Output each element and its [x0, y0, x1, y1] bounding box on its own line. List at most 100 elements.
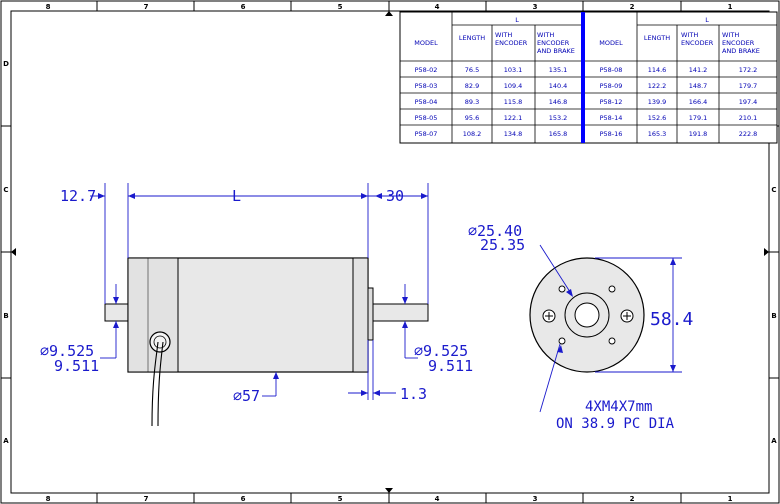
table-cell: 146.8	[549, 98, 568, 106]
mounting-hole	[558, 337, 566, 345]
zone-label: A	[771, 437, 777, 445]
table-cell: 115.8	[504, 98, 523, 106]
dim-body-dia: ⌀57	[233, 387, 260, 405]
top-zone-labels: 8 7 6 5 4 3 2 1	[46, 3, 733, 11]
table-cell: 152.6	[648, 114, 667, 122]
mounting-hole	[558, 285, 566, 293]
table-header-length: LENGTH	[459, 34, 485, 42]
zone-label: 7	[144, 495, 149, 503]
dim-shaft-ext-left: 12.7	[60, 187, 96, 205]
shaft-end	[574, 302, 600, 328]
table-cell: 165.8	[549, 130, 568, 138]
zone-label: 2	[630, 495, 635, 503]
table-cell: 166.4	[689, 98, 708, 106]
table-cell: 76.5	[465, 66, 479, 74]
flange	[367, 287, 374, 341]
table-cell: P58-02	[415, 66, 438, 74]
end-cap-left	[127, 257, 179, 373]
table-cell: 197.4	[739, 98, 758, 106]
table-cell: 134.8	[504, 130, 523, 138]
table-cell: 179.1	[689, 114, 708, 122]
table-cell: P58-04	[415, 98, 438, 106]
table-header-L: L	[705, 16, 709, 24]
mounting-hole	[608, 285, 616, 293]
zone-label: 7	[144, 3, 149, 11]
zone-label: C	[771, 186, 776, 194]
zone-label: 1	[728, 495, 733, 503]
zone-label: B	[3, 312, 8, 320]
left-shaft	[104, 303, 131, 322]
zone-label: 3	[533, 3, 538, 11]
table-cell: P58-03	[415, 82, 438, 90]
dim-shaft-ext-right: 30	[386, 187, 404, 205]
zone-label: 1	[728, 3, 733, 11]
lead-wires	[151, 341, 164, 427]
table-cell: P58-12	[600, 98, 623, 106]
zone-label: C	[3, 186, 8, 194]
zone-label: 8	[46, 3, 51, 11]
table-rows-left: P58-02 76.5 103.1 135.1 P58-03 82.9 109.…	[415, 66, 568, 138]
table-rows-right: P58-08 114.6 141.2 172.2 P58-09 122.2 14…	[600, 66, 758, 138]
table-cell: 172.2	[739, 66, 758, 74]
table-header-L: L	[515, 16, 519, 24]
cable-grommet	[149, 331, 171, 353]
table-cell: 148.7	[689, 82, 708, 90]
table-cell: 95.6	[465, 114, 479, 122]
table-header-length: LENGTH	[644, 34, 670, 42]
zone-label: A	[3, 437, 9, 445]
zone-label: 6	[241, 3, 246, 11]
table-cell: 153.2	[549, 114, 568, 122]
motor-side-view	[104, 257, 429, 427]
table-cell: 122.2	[648, 82, 667, 90]
table-cell: 191.8	[689, 130, 708, 138]
table-cell: P58-08	[600, 66, 623, 74]
table-cell: P58-05	[415, 114, 438, 122]
table-cell: P58-14	[600, 114, 623, 122]
table-cell: 109.4	[504, 82, 523, 90]
table-cell: 135.1	[549, 66, 568, 74]
motor-front-view	[529, 257, 645, 373]
table-cell: 141.2	[689, 66, 708, 74]
table-cell: P58-16	[600, 130, 623, 138]
table-header-model: MODEL	[414, 39, 438, 47]
end-cap-right	[352, 257, 369, 373]
zone-label: 6	[241, 495, 246, 503]
zone-label: 4	[435, 495, 440, 503]
table-cell: P58-09	[600, 82, 623, 90]
dim-flange-thk: 1.3	[400, 385, 427, 403]
zone-label: 2	[630, 3, 635, 11]
mounting-hole	[608, 337, 616, 345]
table-cell: P58-07	[415, 130, 438, 138]
centering-marks	[11, 11, 769, 493]
dim-face-height: 58.4	[650, 309, 693, 330]
zone-label: 5	[338, 3, 343, 11]
zone-label: 8	[46, 495, 51, 503]
table-cell: 140.4	[549, 82, 568, 90]
left-zone-labels: D C B A	[3, 60, 9, 445]
zone-label: D	[3, 60, 9, 68]
right-shaft	[372, 303, 429, 322]
table-cell: 89.3	[465, 98, 479, 106]
table-cell: 82.9	[465, 82, 479, 90]
table-cell: 179.7	[739, 82, 758, 90]
zone-label: 4	[435, 3, 440, 11]
zone-label: 3	[533, 495, 538, 503]
bottom-zone-labels: 8 7 6 5 4 3 2 1	[46, 495, 733, 503]
table-cell: 165.3	[648, 130, 667, 138]
screw-icon	[542, 309, 556, 323]
table-cell: 139.9	[648, 98, 667, 106]
table-header-model: MODEL	[599, 39, 623, 47]
zone-label: 5	[338, 495, 343, 503]
table-cell: 222.8	[739, 130, 758, 138]
table-cell: 103.1	[504, 66, 523, 74]
